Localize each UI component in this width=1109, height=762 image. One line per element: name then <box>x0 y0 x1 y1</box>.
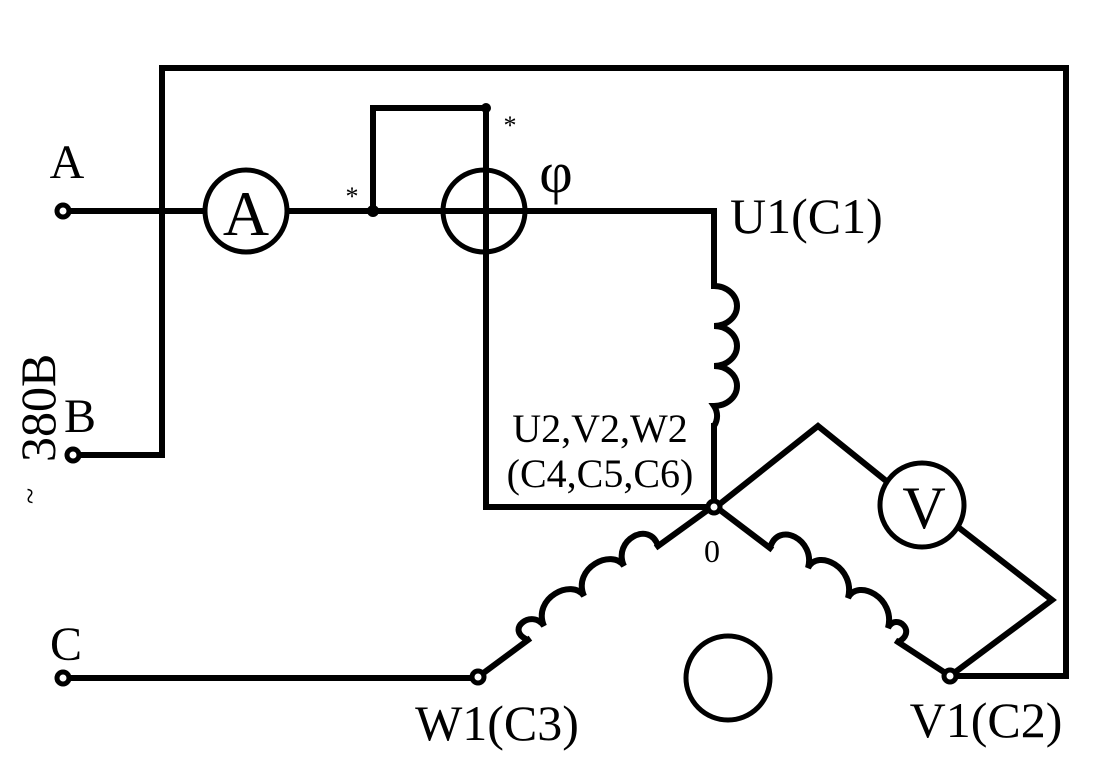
voltmeter-symbol: V <box>902 475 945 541</box>
polarity-mark-current: * <box>346 182 359 211</box>
voltmeter-wire-upper <box>711 422 890 512</box>
v-winding-coil <box>767 531 910 645</box>
terminal-a <box>54 202 72 220</box>
outer-return-wire <box>69 65 1069 679</box>
w-winding-coil <box>515 530 661 643</box>
ammeter <box>202 167 290 255</box>
rotor-symbol <box>683 633 773 723</box>
terminal-label-c: C <box>50 618 82 671</box>
terminal-c <box>54 669 72 687</box>
v-winding-lead-bottom <box>893 637 955 681</box>
voltmeter <box>877 460 967 550</box>
terminal-v1 <box>941 667 959 685</box>
terminal-label-b: B <box>64 390 96 443</box>
neutral-label: 0 <box>704 533 720 569</box>
star-point-label-line1: U2,V2,W2 <box>512 406 688 451</box>
v1-label: V1(C2) <box>910 692 1063 748</box>
polarity-mark-voltage: * <box>504 111 517 140</box>
phase-meter-symbol: φ <box>539 140 572 205</box>
w-winding-lead-top <box>653 502 717 551</box>
v-winding-lead-top <box>711 502 775 553</box>
u1-label: U1(C1) <box>730 188 883 244</box>
supply-voltage-label: 380B <box>10 354 66 462</box>
terminal-neutral <box>705 498 723 516</box>
junction-dot-a <box>367 205 379 217</box>
supply-ac-tilde: ~ <box>14 488 47 504</box>
terminal-b <box>64 446 82 464</box>
w-winding-lead-bottom <box>473 635 533 682</box>
voltmeter-wire-lower <box>945 522 1057 681</box>
junction-dot-top <box>481 103 491 113</box>
terminal-label-a: A <box>50 136 85 189</box>
u-winding-coil <box>708 283 740 428</box>
ammeter-symbol: A <box>223 178 269 249</box>
terminal-w1 <box>469 668 487 686</box>
star-point-label-line2: (C4,C5,C6) <box>507 451 694 496</box>
w1-label: W1(C3) <box>415 695 579 751</box>
